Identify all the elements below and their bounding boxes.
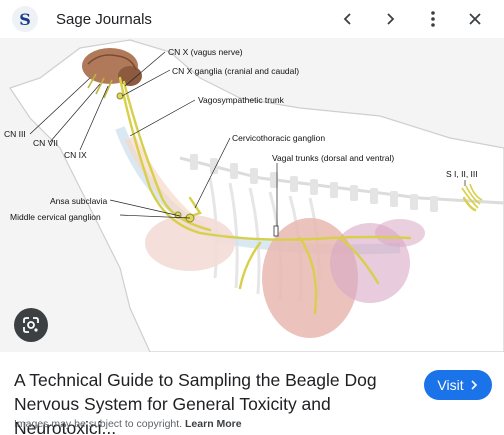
chevron-right-icon xyxy=(383,12,397,26)
copyright-notice: Images may be subject to copyright. Lear… xyxy=(14,418,242,430)
close-button[interactable] xyxy=(460,4,490,34)
site-name[interactable]: Sage Journals xyxy=(56,11,152,28)
label-ansa-subclavia: Ansa subclavia xyxy=(50,197,107,206)
previous-button[interactable] xyxy=(333,4,363,34)
more-vert-icon xyxy=(426,10,440,28)
copyright-text: Images may be subject to copyright. xyxy=(14,418,182,430)
visit-label: Visit xyxy=(437,377,463,393)
label-middle-cervical-ganglion: Middle cervical ganglion xyxy=(10,213,101,222)
label-cn-x: CN X (vagus nerve) xyxy=(168,48,243,57)
label-cn-vii: CN VII xyxy=(33,139,58,148)
label-cn-iii: CN III xyxy=(4,130,26,139)
google-lens-button[interactable] xyxy=(14,308,48,342)
anatomy-illustration xyxy=(0,38,504,352)
result-image[interactable]: CN X (vagus nerve) CN X ganglia (cranial… xyxy=(0,38,504,352)
close-icon xyxy=(468,12,482,26)
sage-logo-icon[interactable]: S xyxy=(12,6,38,32)
next-button[interactable] xyxy=(375,4,405,34)
chevron-left-icon xyxy=(341,12,355,26)
label-sacral: S I, II, III xyxy=(446,170,478,179)
more-options-button[interactable] xyxy=(418,4,448,34)
label-cervicothoracic-ganglion: Cervicothoracic ganglion xyxy=(232,134,325,143)
label-cn-x-ganglia: CN X ganglia (cranial and caudal) xyxy=(172,67,299,76)
label-vagal-trunks: Vagal trunks (dorsal and ventral) xyxy=(272,154,394,163)
google-lens-icon xyxy=(22,316,40,334)
chevron-right-icon xyxy=(469,380,479,390)
learn-more-link[interactable]: Learn More xyxy=(185,418,242,430)
visit-button[interactable]: Visit xyxy=(424,370,492,400)
viewer-header: S Sage Journals xyxy=(0,0,504,38)
label-cn-ix: CN IX xyxy=(64,151,87,160)
label-vagosympathetic-trunk: Vagosympathetic trunk xyxy=(198,96,284,105)
